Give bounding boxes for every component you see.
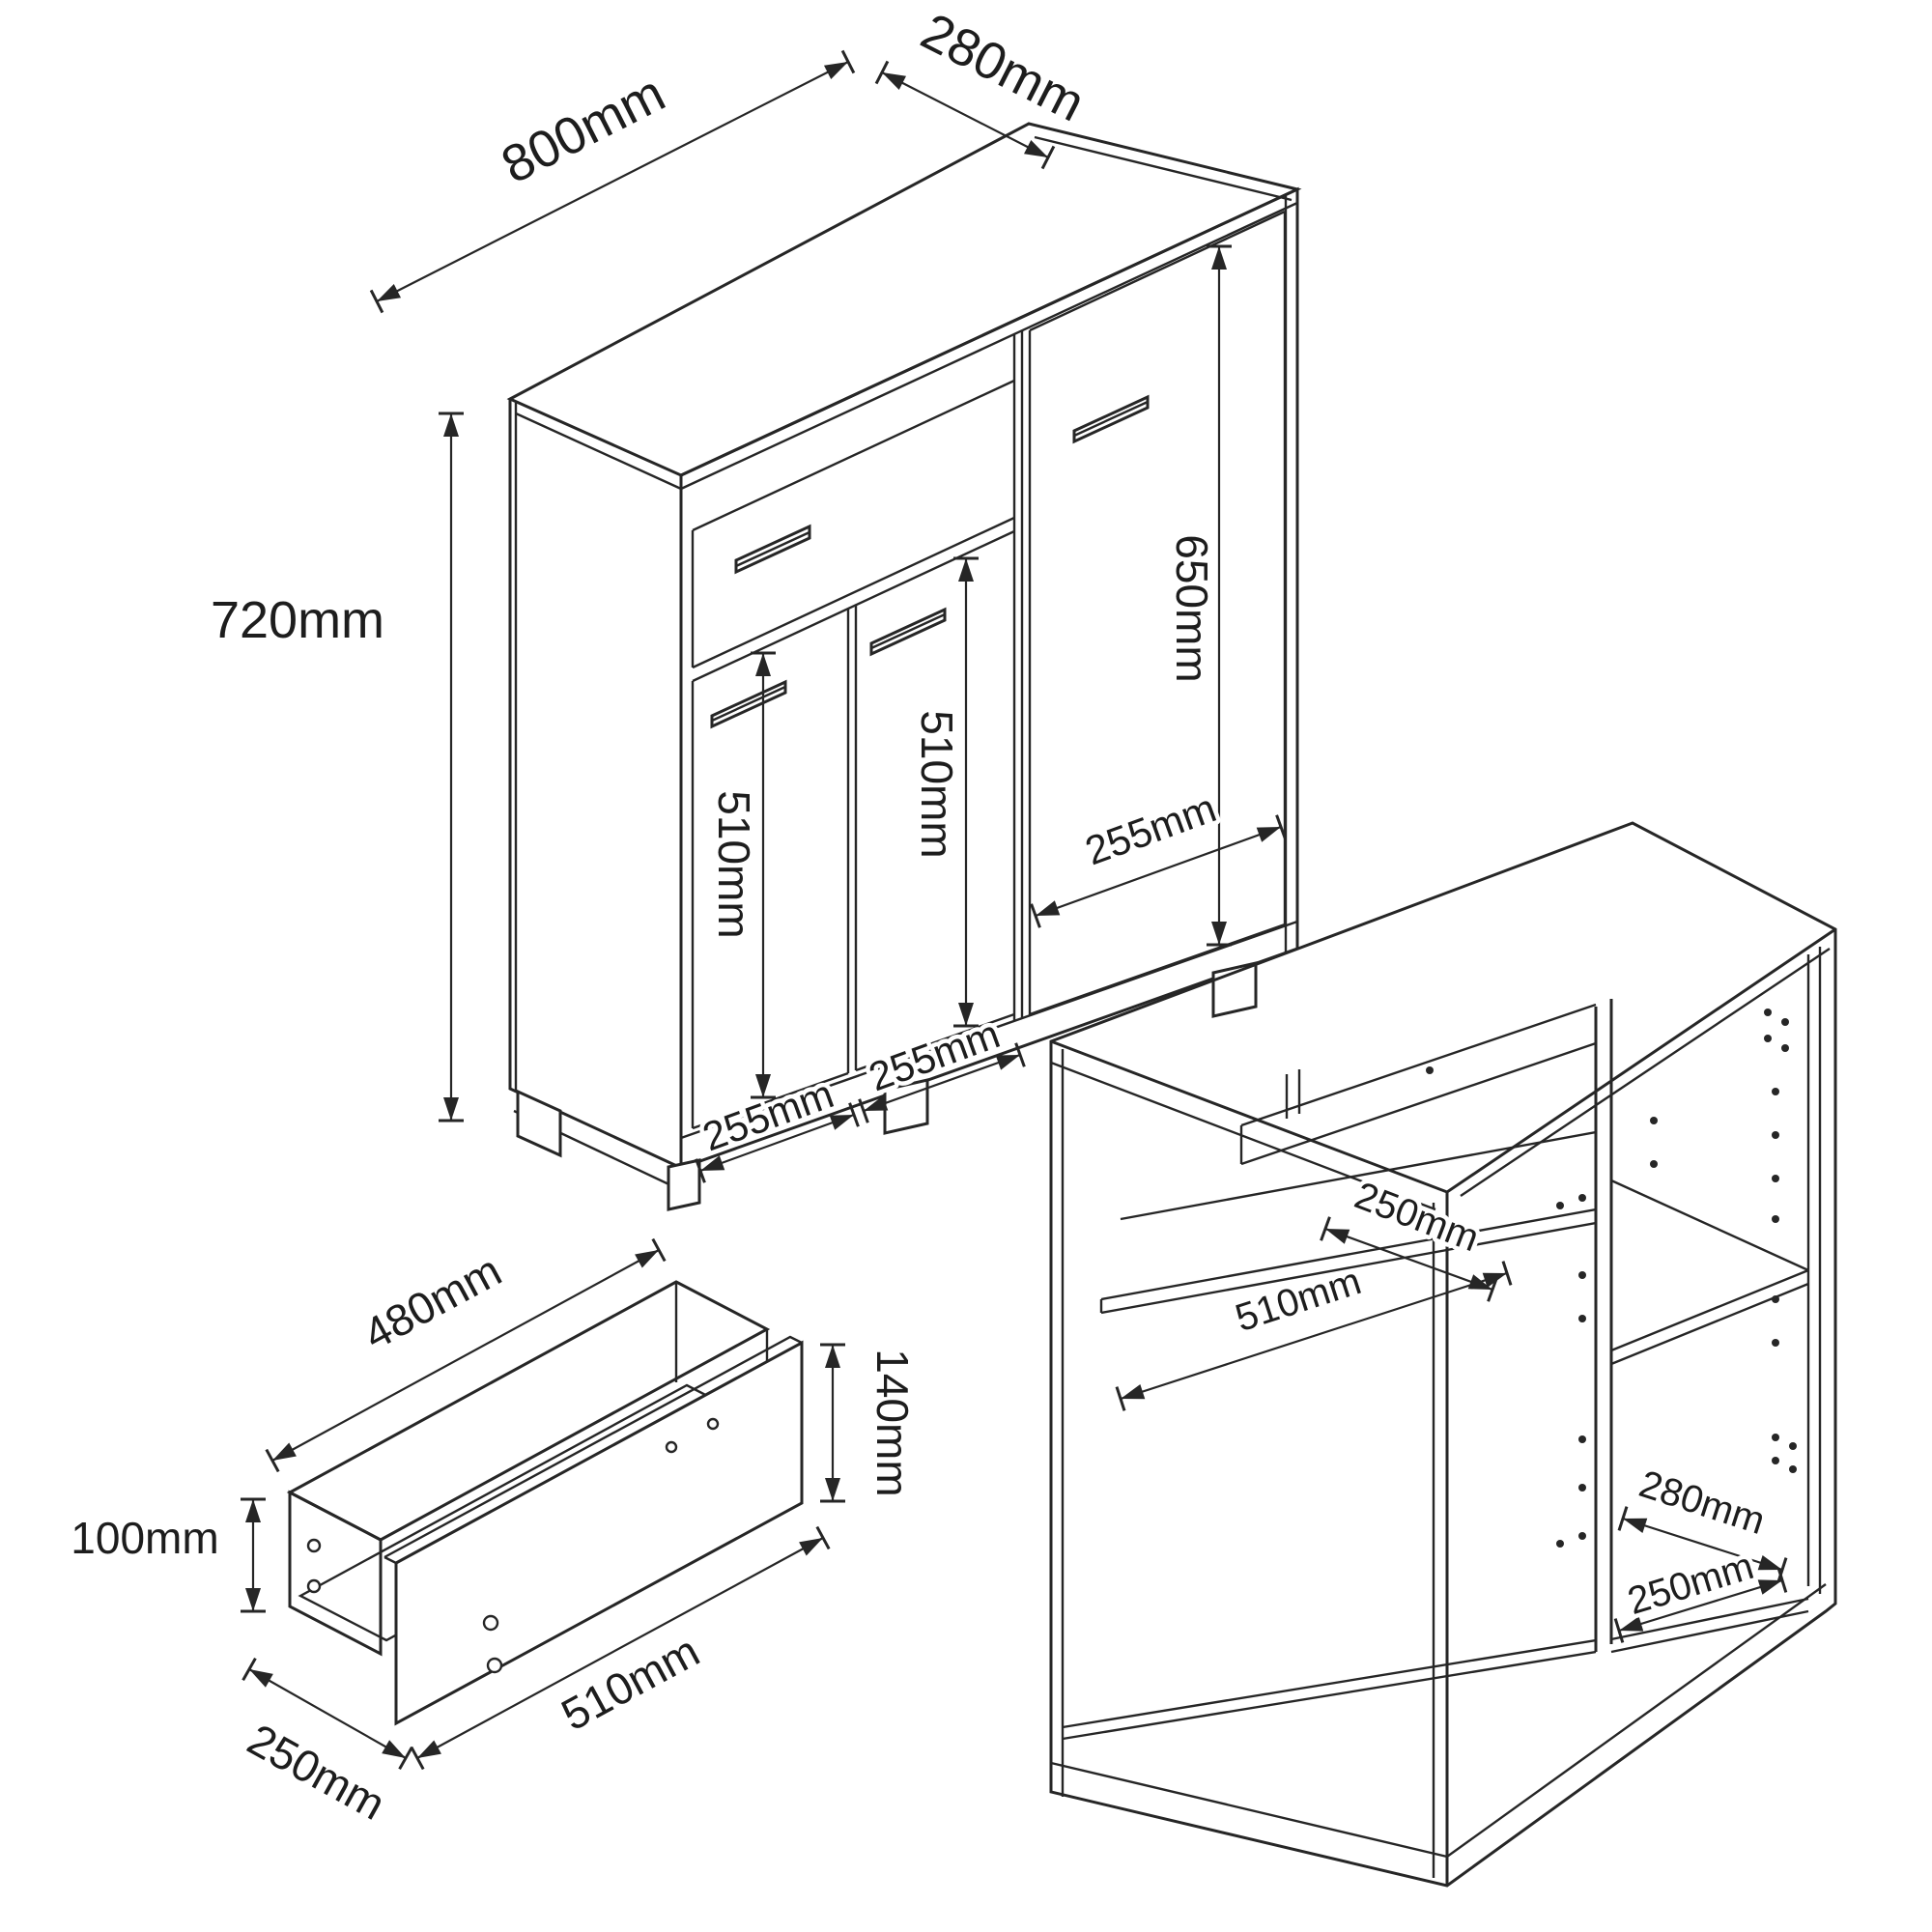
carcass-plinth: [1050, 1583, 1827, 1859]
drawer-front-hole: [665, 1440, 678, 1454]
dim-right-compartment-width: 250mm: [1613, 1541, 1788, 1643]
dim-label-cabinet-depth: 280mm: [912, 2, 1094, 132]
dim-drawer-depth: 250mm: [236, 1657, 413, 1833]
dim-drawer-box-height: 100mm: [67, 1497, 266, 1613]
dim-drawer-length: 480mm: [265, 1237, 667, 1473]
cabinet-iso-view: 800mm 280mm 720mm 650mm 510mm 510mm: [206, 0, 1302, 1211]
cabinet-foot-front-left: [667, 1158, 701, 1211]
drawer-handle: [734, 524, 811, 575]
dim-label-right-compartment-width: 250mm: [1623, 1545, 1758, 1623]
dim-right-door-width: 255mm: [1030, 781, 1287, 928]
right-door-outline: [1028, 210, 1287, 1016]
doors-top-line: [692, 529, 1015, 683]
right-door-handle: [1072, 394, 1150, 444]
dim-cabinet-width: 800mm: [369, 49, 856, 314]
cabinet-top-thickness-front: [515, 201, 1298, 491]
pin-hole: [1426, 1066, 1434, 1074]
dim-label-right-door-width: 255mm: [1079, 784, 1222, 873]
dim-right-door-height: 650mm: [1163, 244, 1232, 947]
door2-handle: [869, 607, 947, 657]
drawer-iso-view: 480mm 140mm 100mm 250mm 510mm: [67, 1237, 923, 1833]
dim-right-compartment-depth: 280mm: [1617, 1459, 1788, 1582]
dim-left-compartment-width: 510mm: [1115, 1256, 1513, 1411]
carcass-top-front-edges: [1050, 927, 1836, 1194]
drawer-bottom-line: [692, 516, 1015, 669]
cabinet-top-face: [506, 122, 1302, 477]
dim-label-shelf-depth: 250mm: [1350, 1174, 1485, 1260]
right-panel-pin-holes: [1764, 1009, 1797, 1473]
dim-drawer-front-height: 140mm: [820, 1343, 923, 1503]
dim-label-cabinet-height: 720mm: [211, 591, 384, 649]
dim-label-drawer-front-height: 140mm: [867, 1349, 918, 1496]
door1-handle: [710, 679, 787, 729]
dim-label-drawer-length: 480mm: [355, 1244, 510, 1359]
dim-center-door-height: 510mm: [908, 556, 979, 1028]
carcass-outline: [1049, 821, 1837, 1888]
cabinet-top-thickness-right: [1034, 135, 1293, 202]
carcass-top-thickness: [1050, 948, 1831, 1211]
carcass-iso-view: 250mm 510mm 280mm 250mm: [1049, 821, 1837, 1888]
cabinet-left-panel: [508, 399, 683, 1171]
drawer-back-hole: [306, 1538, 322, 1553]
divider-right-pin-holes: [1650, 1117, 1658, 1168]
cabinet-plinth-line: [680, 920, 1298, 1140]
dim-cabinet-depth: 280mm: [874, 0, 1098, 170]
dim-left-door-height: 510mm: [705, 651, 776, 1099]
drawer-front-panel-top-band: [384, 1335, 803, 1565]
drawer-back-panel: [288, 1490, 383, 1657]
dim-label-center-door-height: 510mm: [912, 710, 962, 858]
drawer-side-hole: [486, 1657, 503, 1674]
dim-label-drawer-box-height: 100mm: [71, 1513, 218, 1563]
divider-pin-holes: [1556, 1194, 1586, 1548]
drawer-side-hole: [482, 1614, 499, 1632]
carcass-right-shelf: [1610, 1179, 1809, 1366]
dim-center-door-width: 255mm: [858, 1007, 1026, 1123]
dim-label-right-door-height: 650mm: [1167, 534, 1217, 682]
dim-cabinet-height: 720mm: [206, 412, 464, 1122]
carcass-left-bottom: [1062, 1638, 1597, 1741]
dim-label-left-door-height: 510mm: [709, 790, 759, 938]
cabinet-foot-back-left: [516, 1089, 562, 1158]
drawer-front-hole: [706, 1417, 720, 1431]
drawer-top-line: [692, 379, 1015, 532]
dim-label-right-compartment-depth: 280mm: [1634, 1463, 1770, 1543]
drawer-back-hole: [306, 1578, 322, 1594]
dim-label-drawer-depth: 250mm: [240, 1714, 393, 1830]
dim-label-cabinet-width: 800mm: [493, 64, 674, 194]
